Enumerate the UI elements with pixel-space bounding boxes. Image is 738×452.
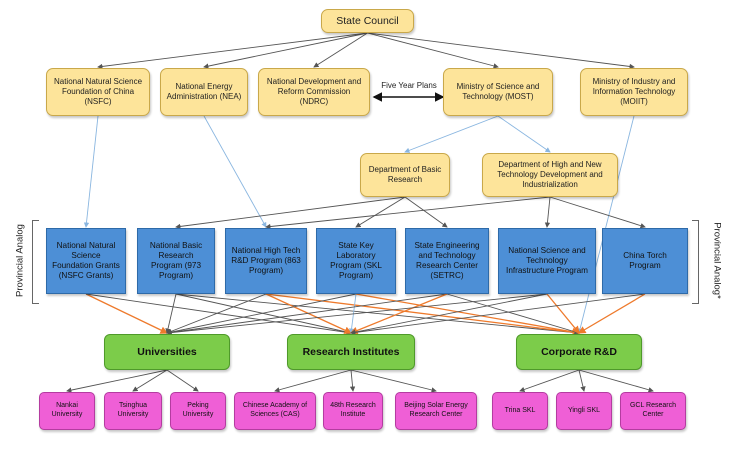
edge-most-to-basic_research <box>404 115 499 153</box>
nsti-program-node: National Science and Technology Infrastr… <box>498 228 596 294</box>
nea-node: National Energy Administration (NEA) <box>160 68 248 116</box>
edge-nsfc-to-nsfc_grants <box>83 115 99 228</box>
skl-program-node: State Key Laboratory Program (SKL Progra… <box>316 228 396 294</box>
edge-most-to-high_new_tech <box>497 115 551 153</box>
provincial-analog-label-right: Provincial Analog* <box>711 222 723 299</box>
edge-high_new_tech-to-nsti <box>544 196 551 228</box>
beijing-solar-energy-research-center-node: Beijing Solar Energy Research Center <box>395 392 477 430</box>
edge-universities-to-nankai <box>66 369 168 393</box>
edge-setrc-to-universities <box>166 293 448 336</box>
nankai-university-node: Nankai University <box>39 392 95 430</box>
nsfc-grants-node: National Natural Science Foundation Gran… <box>46 228 126 294</box>
edge-state_council-to-nea <box>203 32 368 69</box>
edge-universities-to-peking <box>166 369 199 392</box>
program-863-node: National High Tech R&D Program (863 Prog… <box>225 228 307 294</box>
edge-moiit-to-corporate_rd <box>577 115 635 334</box>
edge-research_institutes-to-inst48 <box>349 369 356 392</box>
setrc-node: State Engineering and Technology Researc… <box>405 228 489 294</box>
edge-corporate_rd-to-trina <box>519 369 580 393</box>
edge-state_council-to-most <box>367 32 499 69</box>
edge-corporate_rd-to-yingli <box>578 369 586 392</box>
edge-p973-to-corporate_rd <box>175 293 580 336</box>
trina-skl-node: Trina SKL <box>492 392 548 430</box>
edge-high_new_tech-to-p863 <box>265 196 551 230</box>
five-year-plans-label: Five Year Plans <box>378 81 440 90</box>
ndrc-node: National Development and Reform Commissi… <box>258 68 370 116</box>
program-973-node: National Basic Research Program (973 Pro… <box>137 228 215 294</box>
edge-research_institutes-to-beijing_solar <box>350 369 437 393</box>
edge-basic_research-to-skl_program <box>355 196 406 228</box>
state-council-node: State Council <box>321 9 414 33</box>
cas-node: Chinese Academy of Sciences (CAS) <box>234 392 316 430</box>
department-basic-research-node: Department of Basic Research <box>360 153 450 197</box>
48th-research-institute-node: 48th Research Institute <box>323 392 383 430</box>
provincial-bracket-left <box>32 220 39 304</box>
edge-nsti-to-research_institutes <box>350 293 548 335</box>
universities-node: Universities <box>104 334 230 370</box>
tsinghua-university-node: Tsinghua University <box>104 392 162 430</box>
yingli-skl-node: Yingli SKL <box>556 392 612 430</box>
edge-high_new_tech-to-torch <box>549 196 646 229</box>
department-high-new-tech-node: Department of High and New Technology De… <box>482 153 618 197</box>
edge-skl_program-to-corporate_rd <box>355 293 581 336</box>
edge-corporate_rd-to-gcl <box>578 369 654 393</box>
edge-nsti-to-universities <box>166 293 548 336</box>
edge-nsti-to-corporate_rd <box>546 293 580 335</box>
edge-nsfc_grants-to-universities <box>85 293 169 334</box>
edge-torch-to-research_institutes <box>350 293 646 336</box>
edge-nea-to-p863 <box>203 115 267 228</box>
edge-basic_research-to-p973 <box>175 196 406 230</box>
most-node: Ministry of Science and Technology (MOST… <box>443 68 553 116</box>
edge-setrc-to-corporate_rd <box>446 293 580 335</box>
gcl-research-center-node: GCL Research Center <box>620 392 686 430</box>
edge-p973-to-universities <box>165 293 177 334</box>
edge-skl_program-to-universities <box>166 293 357 335</box>
moiit-node: Ministry of Industry and Information Tec… <box>580 68 688 116</box>
edge-state_council-to-ndrc <box>313 32 368 68</box>
edge-nsfc_grants-to-research_institutes <box>85 293 352 336</box>
edge-setrc-to-research_institutes <box>349 293 448 335</box>
china-torch-program-node: China Torch Program <box>602 228 688 294</box>
edge-research_institutes-to-cas <box>274 369 352 393</box>
edge-torch-to-corporate_rd <box>577 293 646 334</box>
edge-state_council-to-moiit <box>367 32 635 70</box>
edge-state_council-to-nsfc <box>97 32 368 70</box>
edge-p863-to-corporate_rd <box>265 293 581 337</box>
provincial-bracket-right <box>692 220 699 304</box>
edge-universities-to-tsinghua <box>132 369 168 392</box>
corporate-rd-node: Corporate R&D <box>516 334 642 370</box>
nsfc-node: National Natural Science Foundation of C… <box>46 68 150 116</box>
provincial-analog-label-left: Provincial Analog <box>14 224 26 297</box>
edge-p863-to-universities <box>166 293 267 334</box>
peking-university-node: Peking University <box>170 392 226 430</box>
edge-basic_research-to-setrc <box>404 196 448 228</box>
research-institutes-node: Research Institutes <box>287 334 415 370</box>
